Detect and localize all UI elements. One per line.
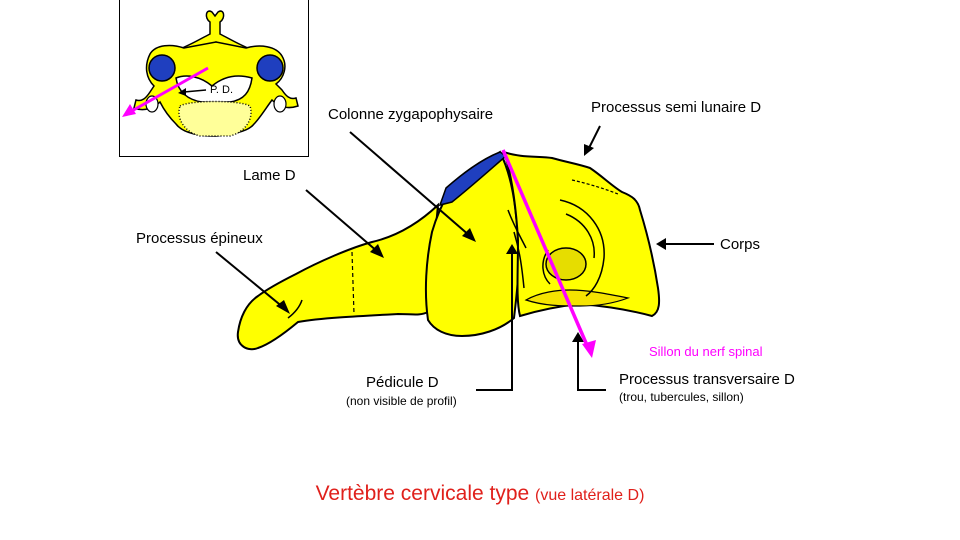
label-corps: Corps — [720, 236, 761, 253]
label-pedicule: Pédicule D — [366, 374, 439, 391]
figure-caption: Vertèbre cervicale type (vue latérale D) — [0, 482, 960, 506]
label-sillon-nerf-spinal: Sillon du nerf spinal — [649, 344, 763, 359]
inset-magenta-arrow — [129, 66, 209, 114]
inset-label-pd: P. D. — [210, 84, 234, 96]
label-colonne-zygapophysaire: Colonne zygapophysaire — [328, 106, 494, 123]
label-lame: Lame D — [243, 167, 296, 184]
inset-body — [178, 100, 252, 137]
body-shape — [502, 150, 661, 318]
caption-main: Vertèbre cervicale type — [315, 482, 530, 505]
label-processus-transversaire: Processus transversaire D — [619, 371, 795, 388]
inset-foramen — [175, 75, 253, 103]
caption-sub: (vue latérale D) — [535, 487, 645, 504]
inset-right-facet — [256, 54, 284, 82]
inset-vertebra-drawing — [122, 10, 299, 137]
label-processus-semi-lunaire: Processus semi lunaire D — [591, 99, 762, 116]
label-processus-epineux: Processus épineux — [136, 230, 263, 247]
spinous-lamina-shape — [236, 202, 440, 351]
nerve-groove-arrow — [501, 149, 591, 351]
label-processus-transversaire-sub: (trou, tubercules, sillon) — [619, 390, 744, 404]
inset-left-facet — [148, 54, 176, 82]
inset-superior-view: P. D. — [119, 0, 309, 157]
inset-right-foramen — [273, 95, 287, 113]
label-pedicule-sub: (non visible de profil) — [346, 394, 457, 408]
